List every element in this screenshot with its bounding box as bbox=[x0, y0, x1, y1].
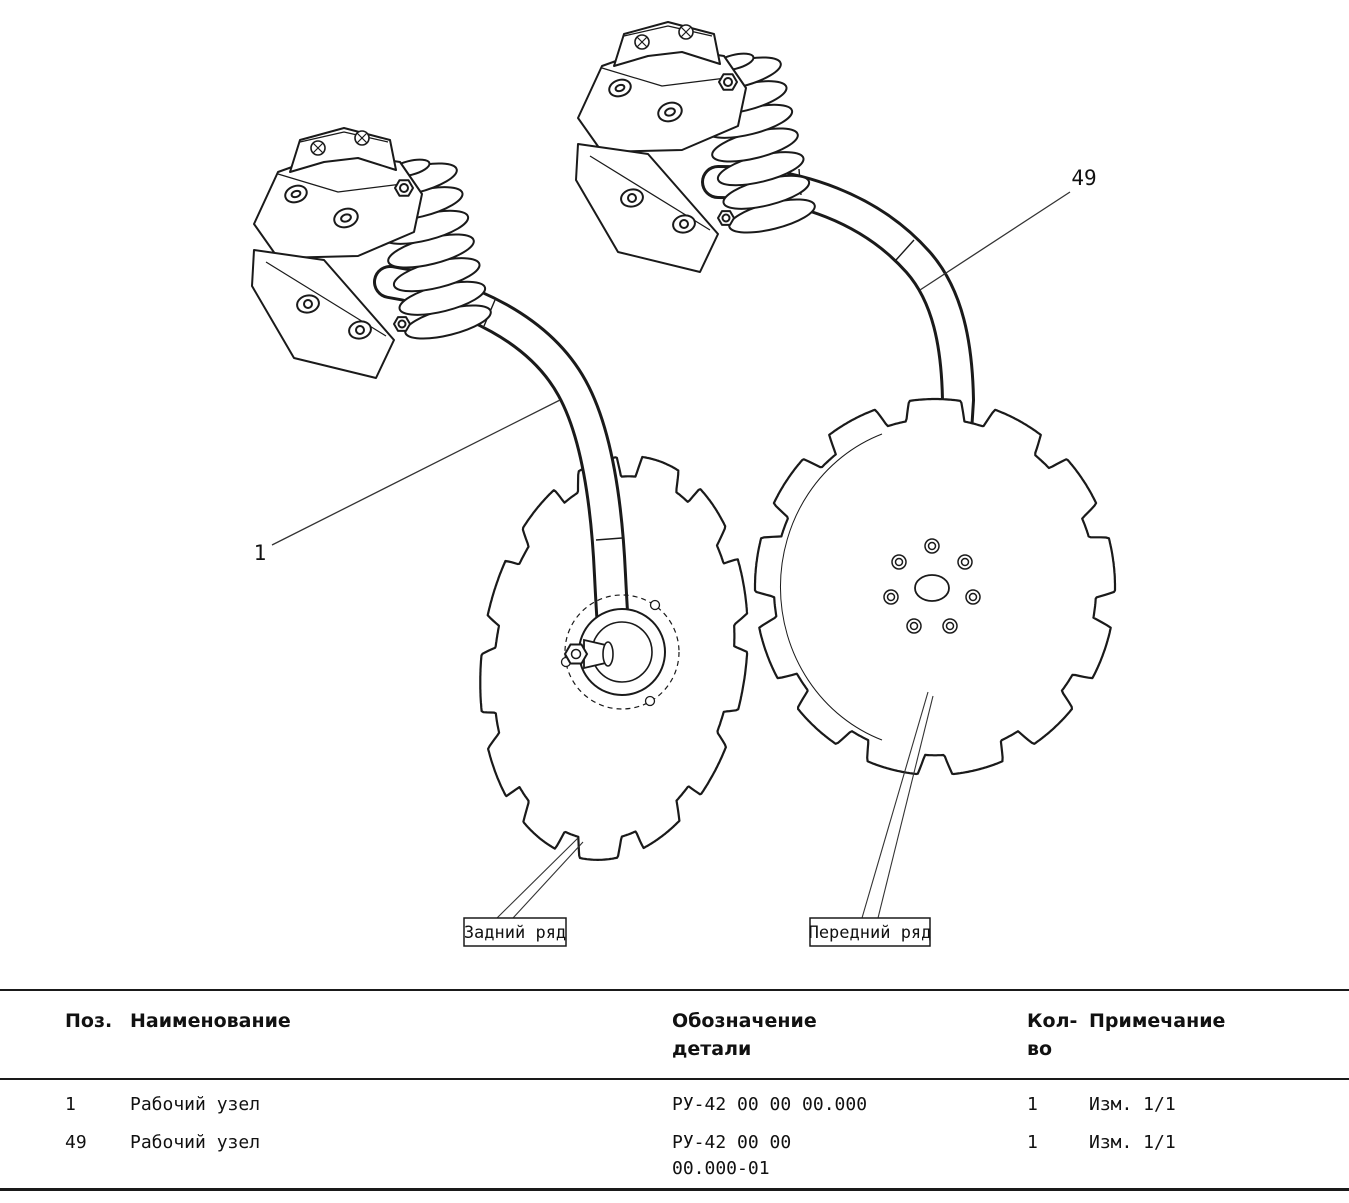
col-header-qty: Кол- во bbox=[1027, 1010, 1078, 1060]
label-text: Передний ряд bbox=[809, 923, 932, 943]
disc-bolt-hole-inner bbox=[886, 592, 896, 602]
hub-rivet bbox=[649, 599, 661, 611]
technical-drawing: 1 49 Задний ряд Передний ряд bbox=[251, 21, 1117, 947]
hub-bolt-circle bbox=[564, 594, 680, 710]
disc-bolt-hole-inner bbox=[945, 621, 955, 631]
axle-nut-center bbox=[570, 648, 582, 660]
disc-bolt-hole-inner bbox=[909, 621, 919, 631]
parts-table: Поз. Наименование Обозначение детали Кол… bbox=[0, 989, 1349, 1192]
leader-line bbox=[919, 191, 1071, 291]
leader-line bbox=[496, 837, 579, 919]
shank-joint-line bbox=[895, 239, 915, 261]
cell-qty: 1 bbox=[1027, 1094, 1038, 1115]
cell-qty: 1 bbox=[1027, 1132, 1038, 1154]
axle-washer bbox=[602, 641, 614, 667]
leader-line bbox=[512, 841, 584, 919]
callout-1: 1 bbox=[254, 399, 561, 565]
disc-hub bbox=[560, 594, 680, 710]
cell-name: Рабочий узел bbox=[130, 1132, 261, 1154]
leader-line bbox=[271, 399, 561, 546]
front-clamp-bracket bbox=[575, 21, 819, 273]
front-row-unit bbox=[575, 21, 1117, 776]
col-header-pos: Поз. bbox=[65, 1010, 113, 1032]
disc-bolt-hole-inner bbox=[960, 557, 970, 567]
disc-bolt-hole-inner bbox=[894, 557, 904, 567]
col-header-designation: Обозначение детали bbox=[672, 1010, 817, 1060]
callout-49: 49 bbox=[919, 166, 1097, 291]
cell-designation: РУ-42 00 00 00.000-01 bbox=[672, 1132, 792, 1180]
hub-rivet bbox=[644, 695, 656, 707]
rear-clamp-bracket bbox=[251, 127, 495, 379]
cell-name: Рабочий узел bbox=[130, 1094, 261, 1115]
cell-note: Изм. 1/1 bbox=[1089, 1132, 1176, 1154]
front-coulter-disc bbox=[753, 397, 1117, 776]
callout-number: 49 bbox=[1071, 166, 1096, 190]
shank-joint-line bbox=[595, 537, 623, 541]
label-box bbox=[809, 917, 931, 947]
front-row-label: Передний ряд bbox=[809, 691, 934, 947]
table-header-row: Поз. Наименование Обозначение детали Кол… bbox=[0, 991, 1349, 1080]
disc-bolt-holes bbox=[883, 538, 981, 634]
cell-designation: РУ-42 00 00 00.000 bbox=[672, 1094, 868, 1115]
disc-center-hole bbox=[914, 574, 950, 602]
cell-note: Изм. 1/1 bbox=[1089, 1094, 1176, 1115]
cell-pos: 49 bbox=[65, 1132, 87, 1154]
disc-inner-rim-line bbox=[779, 433, 883, 741]
disc-bolt-hole-inner bbox=[968, 592, 978, 602]
col-header-note: Примечание bbox=[1089, 1010, 1226, 1032]
rear-row-label: Задний ряд bbox=[463, 837, 584, 947]
cell-pos: 1 bbox=[65, 1094, 76, 1115]
rear-row-unit bbox=[251, 127, 749, 861]
leader-line bbox=[861, 691, 929, 919]
callout-number: 1 bbox=[254, 541, 267, 565]
disc-bolt-hole-inner bbox=[927, 541, 937, 551]
table-row: 49 Рабочий узел РУ-42 00 00 00.000-01 1 … bbox=[0, 1118, 1349, 1188]
label-box bbox=[463, 917, 567, 947]
leader-line bbox=[877, 695, 934, 919]
table-row: 1 Рабочий узел РУ-42 00 00 00.000 1 Изм.… bbox=[0, 1080, 1349, 1118]
label-text: Задний ряд bbox=[464, 923, 566, 943]
col-header-name: Наименование bbox=[130, 1010, 291, 1032]
